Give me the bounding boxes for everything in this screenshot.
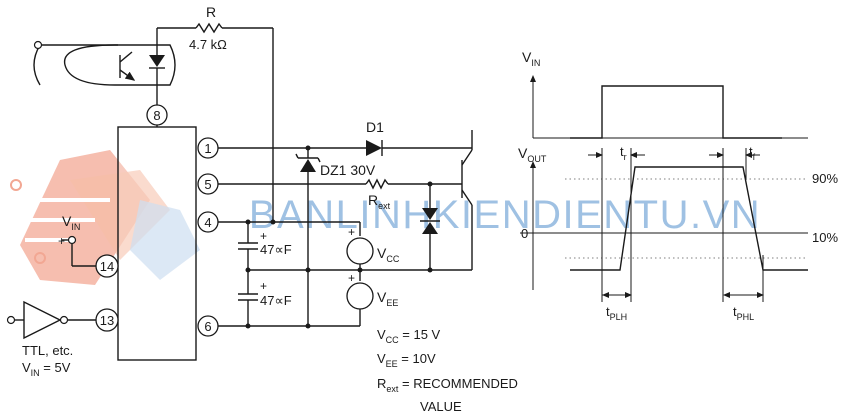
diode-d1-label: D1 [366,119,384,135]
vee-label: VEE [377,289,398,308]
vee-source [346,282,374,310]
vin-waveform [570,85,782,139]
ttl-buffer: TTL, etc. VIN = 5V [6,300,96,378]
level-90-label: 90% [812,171,838,186]
ttl-line1: TTL, etc. [22,343,73,358]
pin-14: 14 [95,254,119,278]
vin-axis-label: VIN [522,49,540,68]
svg-text:13: 13 [100,313,114,328]
tr-label: tr [620,144,627,162]
ic-package [117,126,197,361]
resistor-r-value: 4.7 kΩ [189,37,227,52]
output-network: D1 Rext DZ1 30V [218,119,473,329]
resistor-r: R 4.7 kΩ [157,4,274,222]
timing-diagram: VIN VOUT 90% 0 10% tr tf tPLH [518,49,838,322]
ttl-line2: VIN = 5V [22,360,71,378]
vout-waveform [570,166,808,271]
svg-text:8: 8 [153,108,160,123]
svg-text:1: 1 [204,141,211,156]
note-vcc: VCC = 15 V [377,327,441,345]
cap2-label: 47∝F [260,293,292,308]
svg-text:6: 6 [204,319,211,334]
svg-text:5: 5 [204,177,211,192]
level-10-label: 10% [812,230,838,245]
zener-label: DZ1 30V [320,162,376,178]
pin-5: 5 [197,173,219,195]
optocoupler [33,28,176,107]
svg-text:4: 4 [204,215,211,230]
pin-1: 1 [197,137,219,159]
vin-label: VIN [62,213,80,232]
svg-text:+: + [58,234,65,248]
note-value: VALUE [420,399,462,414]
note-rext: Rext = RECOMMENDED [377,376,518,394]
tf-label: tf [749,144,756,162]
pin-6: 6 [197,315,219,337]
rext-label: Rext [368,192,391,211]
pin-13: 13 [95,308,119,332]
svg-text:+: + [260,279,267,293]
notes: VCC = 15 V VEE = 10V Rext = RECOMMENDED … [377,327,518,414]
vin-input: VIN + [58,213,96,267]
svg-text:+: + [348,225,355,239]
vcc-label: VCC [377,245,400,264]
watermark-text: BANLINHKIENDIENTU.VN [249,193,761,237]
ic-pins: 8 1 5 4 14 13 6 [95,104,219,337]
tphl-label: tPHL [733,304,754,322]
svg-text:+: + [348,271,355,285]
cap1-label: 47∝F [260,242,292,257]
svg-text:+: + [260,229,267,243]
note-vee: VEE = 10V [377,351,436,369]
resistor-r-name: R [206,4,216,20]
tplh-label: tPLH [606,304,627,322]
pin-8: 8 [146,104,168,126]
vout-axis-label: VOUT [518,145,547,164]
level-0-label: 0 [521,226,528,241]
pin-4: 4 [197,211,219,233]
vcc-source [346,237,374,265]
svg-text:14: 14 [100,259,114,274]
